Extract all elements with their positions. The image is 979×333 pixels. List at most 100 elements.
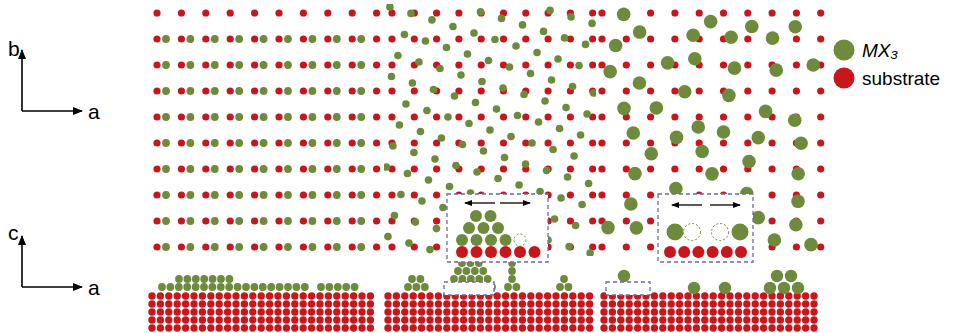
substrate-atom	[411, 139, 418, 146]
substrate-atom	[300, 9, 307, 16]
substrate-atom	[300, 300, 307, 307]
substrate-atom	[743, 292, 750, 299]
mx3-atom	[187, 165, 195, 173]
substrate-atom	[810, 308, 817, 315]
substrate-atom	[651, 300, 658, 307]
substrate-atom	[291, 292, 298, 299]
substrate-atom	[634, 300, 641, 307]
substrate-atom	[777, 300, 784, 307]
substrate-atom	[232, 324, 239, 331]
mx3-atom	[187, 217, 195, 225]
mx3-atom	[396, 121, 404, 129]
substrate-atom	[388, 35, 395, 42]
substrate-atom	[190, 324, 197, 331]
mx3-atom	[209, 283, 217, 291]
substrate-atom	[418, 324, 425, 331]
substrate-atom	[342, 300, 349, 307]
mx3-atom	[225, 283, 233, 291]
substrate-atom	[527, 316, 534, 323]
substrate-atom	[720, 165, 727, 172]
mx3-atom	[404, 170, 412, 178]
substrate-atom	[569, 308, 576, 315]
mx3-atom	[260, 165, 268, 173]
substrate-atom	[207, 300, 214, 307]
substrate-atom	[199, 292, 206, 299]
substrate-atom	[178, 9, 185, 16]
substrate-atom	[393, 308, 400, 315]
mx3-atom	[388, 73, 396, 81]
axis-label: c	[8, 222, 19, 243]
substrate-atom	[426, 300, 433, 307]
mx3-atom	[691, 120, 705, 134]
substrate-atom	[785, 308, 792, 315]
mx3-atom	[284, 139, 292, 147]
mx3-atom	[284, 191, 292, 199]
substrate-atom	[291, 308, 298, 315]
substrate-atom	[760, 300, 767, 307]
substrate-atom	[668, 292, 675, 299]
substrate-atom	[793, 35, 800, 42]
mx3-atom	[217, 275, 225, 283]
substrate-atom	[460, 300, 467, 307]
mx3-atom	[422, 37, 430, 45]
substrate-atom	[769, 165, 776, 172]
substrate-atom	[153, 191, 160, 198]
substrate-atom	[647, 9, 654, 16]
substrate-atom	[477, 316, 484, 323]
substrate-atom	[494, 292, 501, 299]
mx3-atom	[407, 10, 415, 18]
substrate-atom	[623, 61, 630, 68]
mx3-atom	[624, 197, 638, 211]
mx3-atom	[465, 120, 473, 128]
substrate-atom	[769, 217, 776, 224]
mx3-atom	[480, 147, 488, 155]
mx3-atom	[688, 282, 700, 294]
substrate-atom	[401, 300, 408, 307]
substrate-atom	[478, 35, 485, 42]
mx3-atom	[260, 113, 268, 121]
substrate-atom	[266, 324, 273, 331]
mx3-atom	[439, 204, 447, 212]
mx3-atom	[478, 78, 486, 86]
substrate-atom	[241, 292, 248, 299]
substrate-atom	[232, 292, 239, 299]
substrate-atom	[500, 113, 507, 120]
mx3-atom	[457, 71, 465, 79]
substrate-atom	[589, 35, 596, 42]
substrate-atom	[586, 292, 593, 299]
substrate-atom	[350, 308, 357, 315]
substrate-atom	[676, 300, 683, 307]
substrate-atom	[600, 316, 607, 323]
substrate-atom	[349, 243, 356, 250]
mx3-atom	[470, 210, 482, 222]
substrate-atom	[744, 139, 751, 146]
substrate-atom	[410, 300, 417, 307]
substrate-atom	[455, 35, 462, 42]
mx3-atom	[389, 142, 397, 150]
substrate-atom	[817, 9, 824, 16]
substrate-atom	[617, 300, 624, 307]
substrate-atom	[671, 113, 678, 120]
substrate-atom	[522, 35, 529, 42]
mx3-atom	[541, 97, 549, 105]
mx3-atom	[618, 270, 630, 282]
substrate-atom	[401, 292, 408, 299]
mx3-atom	[413, 283, 421, 291]
substrate-atom	[617, 324, 624, 331]
substrate-atom	[671, 165, 678, 172]
mx3-atom	[235, 35, 243, 43]
substrate-atom	[165, 308, 172, 315]
substrate-atom	[258, 324, 265, 331]
substrate-atom	[443, 308, 450, 315]
mx3-atom	[569, 83, 577, 91]
mx3-atom	[200, 283, 208, 291]
substrate-atom	[634, 308, 641, 315]
substrate-atom	[174, 300, 181, 307]
mx3-atom	[162, 61, 170, 69]
substrate-atom	[165, 316, 172, 323]
substrate-atom	[684, 324, 691, 331]
substrate-atom	[569, 316, 576, 323]
substrate-atom	[735, 300, 742, 307]
substrate-atom	[324, 139, 331, 146]
substrate-atom	[207, 308, 214, 315]
